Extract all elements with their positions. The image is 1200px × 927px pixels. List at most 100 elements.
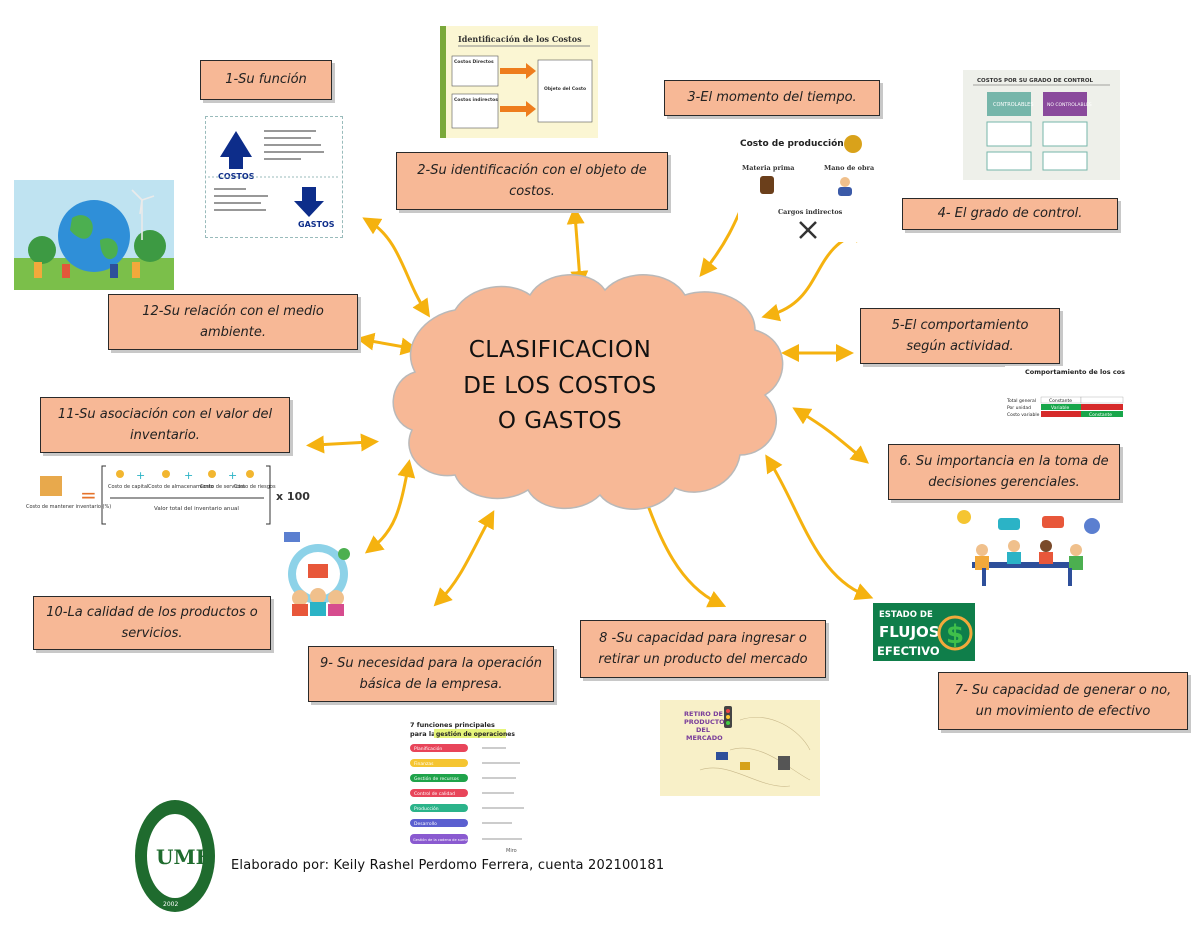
thumbnail-costo-produccion: Costo de producción Materia prima Mano d… <box>738 130 880 242</box>
inventario-formula-graphic: Costo de mantener inventario (%) = Costo… <box>26 465 310 525</box>
grado-control-title: COSTOS POR SU GRADO DE CONTROL <box>977 78 1094 84</box>
retiro-line-4: MERCADO <box>686 734 723 742</box>
umh-letters: UMH <box>156 845 214 869</box>
node-11-inventario: 11-Su asociación con el valor del invent… <box>40 397 290 453</box>
gestion-logo: Miro <box>506 848 517 854</box>
umh-logo: UMH 2002 <box>132 796 218 916</box>
comportamiento-row-2: Por unidad <box>1007 405 1031 411</box>
comportamiento-graphic: Comportamiento de los costos Total gener… <box>1006 368 1125 418</box>
comportamiento-cell-2: Variable <box>1051 405 1069 411</box>
gestion-item-1: Planificación <box>414 745 442 752</box>
barrel-icon <box>760 176 774 194</box>
central-title-line-3: O GASTOS <box>497 408 623 435</box>
gestion-item-3: Gestión de recursos <box>414 775 459 782</box>
central-title-line-1: CLASIFICACION <box>468 337 652 363</box>
gestion-item-5: Producción <box>414 805 439 812</box>
comportamiento-title: Comportamiento de los costos <box>1025 368 1125 376</box>
thumbnail-toma-decisiones <box>942 510 1112 590</box>
comportamiento-cell-3: Constante <box>1089 412 1112 418</box>
gear-icon <box>1084 518 1100 534</box>
tools-icon <box>799 221 817 239</box>
lightbulb-icon <box>957 510 972 524</box>
wind-turbine-icon <box>131 189 155 240</box>
environment-illustration <box>14 189 174 290</box>
gestion-title-1: 7 funciones principales <box>410 721 495 729</box>
gestion-item-4: Control de calidad <box>414 791 455 797</box>
flujos-line-3: EFECTIVO <box>877 644 940 658</box>
inventario-factor: x 100 <box>276 490 310 503</box>
arrow-n7 <box>765 454 874 601</box>
umh-seal: UMH 2002 <box>135 800 215 912</box>
inventario-item-4: Costo de riesgos <box>234 484 276 490</box>
thumbnail-flujos-efectivo: ESTADO DE FLUJOS EFECTIVO $ <box>873 603 975 661</box>
arrow-n12 <box>356 332 419 356</box>
flujos-line-2: FLUJOS <box>879 623 940 641</box>
node-10-calidad: 10-La calidad de los productos o servici… <box>33 596 271 650</box>
node-4-grado-control: 4- El grado de control. <box>902 198 1118 230</box>
retiro-line-1: RETIRO DE <box>684 710 723 718</box>
gestion-operaciones-graphic: 7 funciones principales para la gestión … <box>410 721 524 854</box>
arrow-n10 <box>364 459 416 554</box>
meeting-illustration <box>957 510 1100 586</box>
credit-line: Elaborado por: Keily Rashel Perdomo Ferr… <box>231 858 664 873</box>
retiro-line-2: PRODUCTOS <box>684 718 730 726</box>
arrow-n11 <box>306 433 379 454</box>
identificacion-title: Identificación de los Costos <box>458 34 582 44</box>
inventario-item-1: Costo de capital <box>108 484 148 490</box>
costos-indirectos-label: Costos indirectos <box>454 97 498 103</box>
identificacion-graphic: Identificación de los Costos Costos Dire… <box>440 26 593 138</box>
gastos-label: GASTOS <box>298 220 335 229</box>
objeto-costo-label: Objeto del Costo <box>544 86 586 92</box>
node-3-momento-tiempo: 3-El momento del tiempo. <box>664 80 880 116</box>
retiro-line-3: DEL <box>696 726 710 734</box>
grado-control-graphic: COSTOS POR SU GRADO DE CONTROL CONTROLAB… <box>973 78 1110 171</box>
central-title-line-2: DE LOS COSTOS <box>463 372 657 399</box>
costos-gastos-graphic: COSTOS GASTOS <box>208 130 340 229</box>
thumbnail-inventario-formula: Costo de mantener inventario (%) = Costo… <box>24 462 328 530</box>
gestion-title-2: para la <box>410 730 436 738</box>
box-icon <box>40 476 62 496</box>
node-1-su-funcion: 1-Su función <box>200 60 332 100</box>
central-title: CLASIFICACION DE LOS COSTOS O GASTOS <box>440 333 680 440</box>
thumbnail-costos-gastos: COSTOS GASTOS <box>205 116 343 238</box>
people-icons <box>34 262 140 278</box>
thumbnail-comportamiento-costos: Comportamiento de los costos Total gener… <box>1005 366 1125 418</box>
thumbnail-gestion-operaciones: 7 funciones principales para la gestión … <box>406 718 540 856</box>
controlables-label: CONTROLABLES <box>993 102 1034 108</box>
lock-icon <box>778 756 790 770</box>
arrow-n2 <box>566 206 589 289</box>
support-illustration <box>284 532 350 616</box>
node-9-operacion-basica: 9- Su necesidad para la operación básica… <box>308 646 554 702</box>
node-8-ingresar-retirar: 8 -Su capacidad para ingresar o retirar … <box>580 620 826 678</box>
retiro-productos-graphic: RETIRO DE PRODUCTOS DEL MERCADO <box>684 706 811 787</box>
svg-text:+: + <box>228 469 237 482</box>
svg-text:=: = <box>80 483 97 507</box>
cargos-indirectos-label: Cargos indirectos <box>778 208 843 216</box>
costos-directos-label: Costos Directos <box>454 59 494 65</box>
gestion-item-6: Desarrollo <box>414 821 437 827</box>
globe-icon <box>58 200 130 272</box>
node-12-medio-ambiente: 12-Su relación con el medio ambiente. <box>108 294 358 350</box>
thumbnail-calidad-servicio <box>278 528 358 618</box>
comportamiento-row-1: Total general <box>1006 398 1036 404</box>
inventario-item-2: Costo de almacenamiento <box>148 484 214 490</box>
flujos-line-1: ESTADO DE <box>879 610 933 620</box>
svg-text:+: + <box>184 469 193 482</box>
comportamiento-row-3: Costo variable <box>1007 412 1040 418</box>
arrow-n8 <box>639 488 727 608</box>
check-icon <box>338 548 350 560</box>
worker-icon <box>840 177 850 187</box>
node-5-comportamiento: 5-El comportamiento según actividad. <box>860 308 1060 364</box>
thumbnail-retiro-productos: RETIRO DE PRODUCTOS DEL MERCADO <box>660 700 820 796</box>
inventario-item-3: Costo de servicios <box>200 484 246 490</box>
gestion-item-7: Gestión de la cadena de suministro <box>413 838 477 842</box>
inventario-left-label: Costo de mantener inventario (%) <box>26 504 111 510</box>
thumbnail-identificacion-costos: Identificación de los Costos Costos Dire… <box>440 26 598 138</box>
node-6-importancia: 6. Su importancia en la toma de decision… <box>888 444 1120 500</box>
umh-year: 2002 <box>163 901 178 908</box>
credit-rest: Keily Rashel Perdomo Ferrera, cuenta 202… <box>329 858 665 873</box>
flujos-efectivo-graphic: ESTADO DE FLUJOS EFECTIVO $ <box>877 610 973 658</box>
credit-prefix: Elaborado por: <box>231 858 330 873</box>
node-2-identificacion: 2-Su identificación con el objeto de cos… <box>396 152 668 210</box>
